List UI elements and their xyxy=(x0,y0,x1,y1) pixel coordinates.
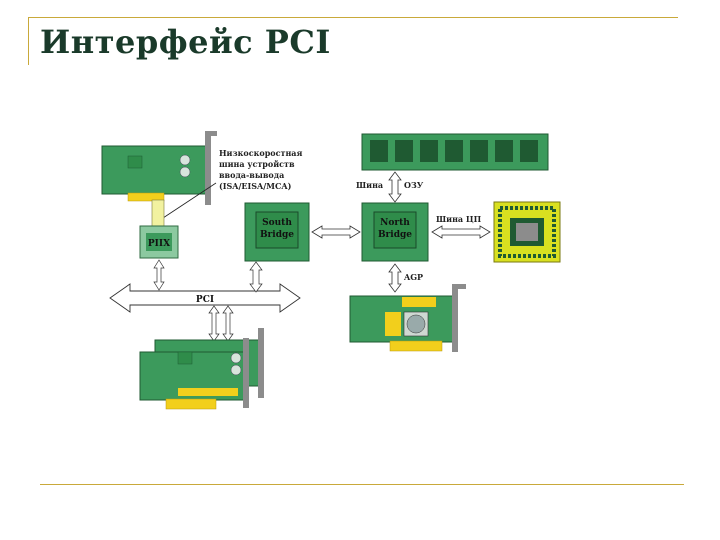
piix-label: PIIX xyxy=(148,239,170,249)
north-bridge-label-line2: Bridge xyxy=(378,230,412,240)
frame-left-rule xyxy=(28,17,29,65)
cpu-bus-label: Шина ЦП xyxy=(436,214,482,224)
low-speed-bus-label: Низкоскоростная шина устройств ввода-выв… xyxy=(219,148,302,191)
pci-architecture-diagram: Низкоскоростная шина устройств ввода-выв… xyxy=(101,131,561,410)
pci-card-link-arrow-1 xyxy=(208,305,220,342)
cpu-bus-arrow xyxy=(431,225,491,239)
pci-bus-arrow xyxy=(109,283,301,313)
south-north-link-arrow xyxy=(311,225,361,239)
low-speed-bus-label-line1: Низкоскоростная xyxy=(219,148,302,158)
memory-bus-label-suffix: ОЗУ xyxy=(404,180,424,190)
agp-card xyxy=(349,284,466,352)
cpu-chip xyxy=(493,201,561,263)
south-bridge-label-line2: Bridge xyxy=(260,230,294,240)
pci-card-link-arrow-2 xyxy=(222,305,234,342)
frame-top-rule xyxy=(28,17,678,18)
piix-pci-link-arrow xyxy=(153,259,165,291)
label-pointer-line xyxy=(162,182,217,219)
memory-bus-arrow xyxy=(388,171,402,203)
low-speed-bus-label-line4: (ISA/EISA/MCA) xyxy=(219,181,292,191)
piix-chip: PIIX xyxy=(139,225,179,259)
pci-bus-label: PCI xyxy=(196,295,214,305)
isa-bus-connector xyxy=(151,199,165,227)
north-bridge-chip: North Bridge xyxy=(361,202,429,262)
south-bridge-chip: South Bridge xyxy=(244,202,310,262)
low-speed-bus-label-line2: шина устройств xyxy=(219,159,295,169)
agp-label: AGP xyxy=(403,272,423,282)
frame-bottom-rule xyxy=(40,484,684,485)
south-bridge-label-line1: South xyxy=(262,218,292,228)
slide-title: Интерфейс PCI xyxy=(40,23,331,61)
pci-card-front xyxy=(139,338,249,410)
ram-module xyxy=(361,133,549,171)
north-bridge-label-line1: North xyxy=(380,218,410,228)
agp-bus-arrow xyxy=(388,263,402,293)
south-pci-link-arrow xyxy=(249,261,263,293)
low-speed-bus-label-line3: ввода-вывода xyxy=(219,170,284,180)
isa-card xyxy=(101,131,217,205)
memory-bus-label-prefix: Шина xyxy=(356,180,383,190)
